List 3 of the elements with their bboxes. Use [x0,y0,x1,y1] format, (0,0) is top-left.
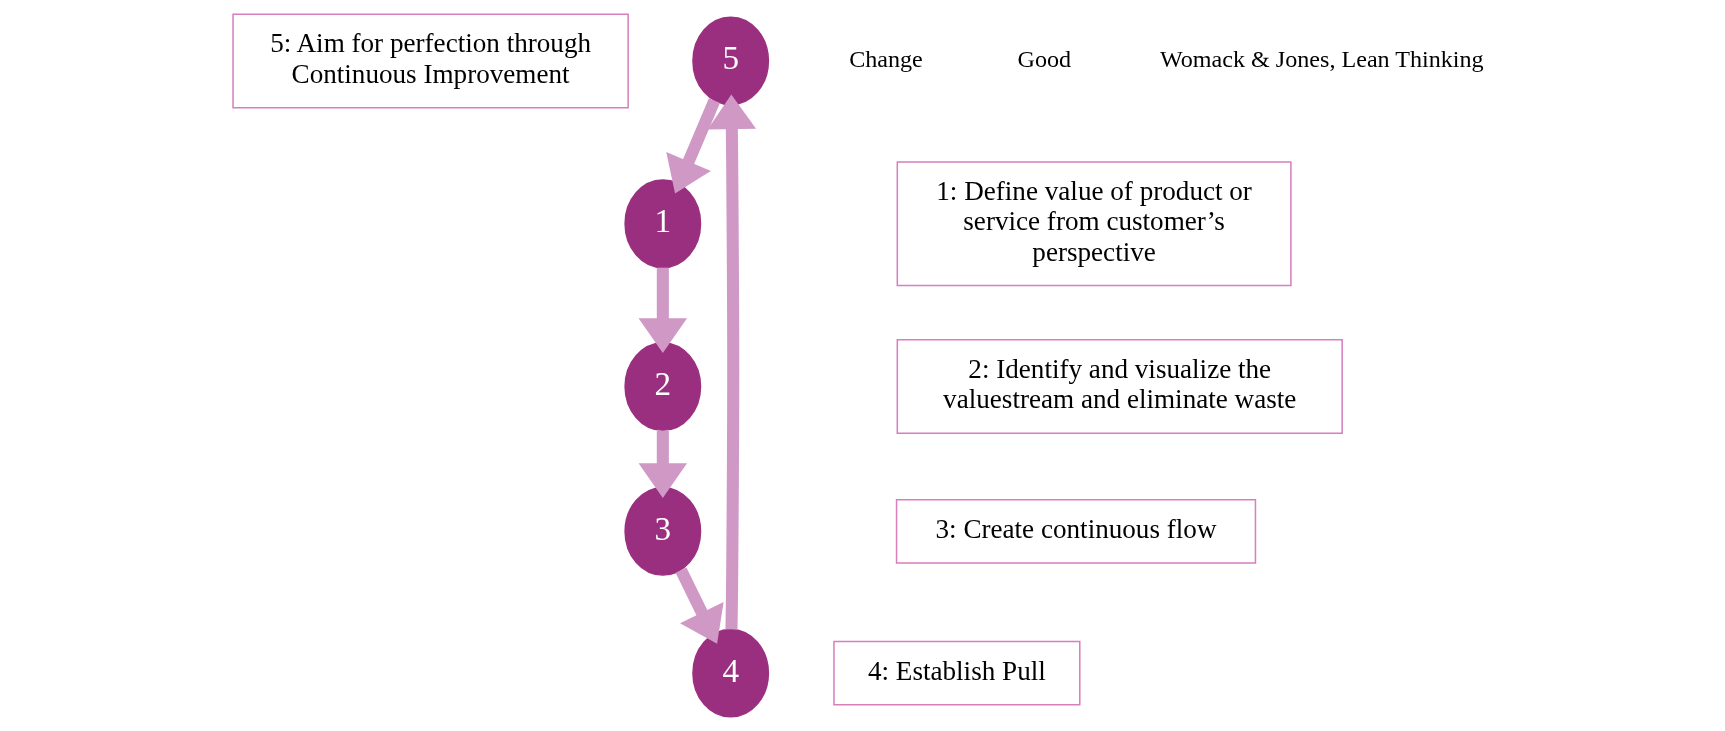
label: Change [848,45,923,72]
label: Good [1017,45,1071,72]
label: Womack & Jones, Lean Thinking [1159,45,1484,72]
